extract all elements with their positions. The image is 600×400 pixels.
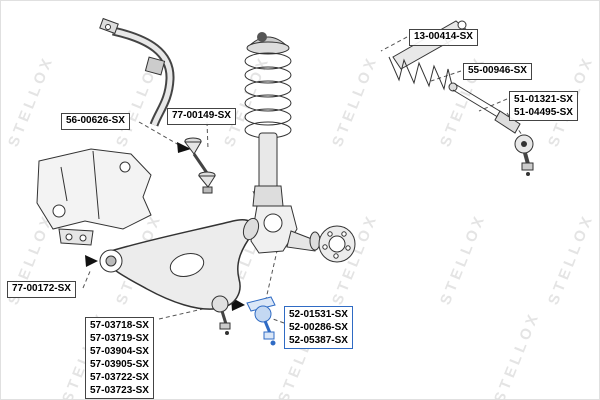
stabilizer-bar-drawing: [99, 17, 175, 127]
part-label-control-arm[interactable]: 57-03723-SX: [90, 385, 149, 396]
ball-joint-highlight-drawing: [246, 296, 276, 346]
part-label-control-arm[interactable]: 57-03904-SX: [90, 346, 149, 357]
stabilizer-link-drawing: [184, 137, 216, 194]
part-label-ball-joint[interactable]: 52-05387-SX: [289, 335, 348, 346]
part-label-control-arm[interactable]: 57-03719-SX: [90, 333, 149, 344]
part-label-group-control-arms: 57-03718-SX 57-03719-SX 57-03904-SX 57-0…: [85, 317, 154, 399]
knuckle-hub-drawing: [250, 205, 356, 263]
part-label-group-ball-joints: 52-01531-SX 52-00286-SX 52-05387-SX: [284, 306, 353, 349]
part-label-stab-bushing[interactable]: 56-00626-SX: [61, 113, 130, 130]
part-label-control-arm[interactable]: 57-03905-SX: [90, 359, 149, 370]
part-label-group-tie-rod: 51-01321-SX 51-04495-SX: [509, 91, 578, 121]
part-label-ball-joint-selected[interactable]: 52-01531-SX: [289, 309, 348, 320]
part-label-ball-joint[interactable]: 52-00286-SX: [289, 322, 348, 333]
steering-boot-drawing: [388, 56, 454, 91]
part-label-steering-boot[interactable]: 55-00946-SX: [463, 63, 532, 80]
part-label-steering-rack[interactable]: 13-00414-SX: [409, 29, 478, 46]
part-label-arm-bushing[interactable]: 77-00172-SX: [7, 281, 76, 298]
part-label-tie-rod-axial[interactable]: 51-01321-SX: [514, 94, 573, 105]
part-label-stab-link[interactable]: 77-00149-SX: [167, 108, 236, 125]
control-arm-drawing: [99, 217, 260, 335]
subframe-drawing: [36, 148, 152, 246]
strut-drawing: [244, 32, 292, 207]
tie-rod-drawing: [448, 82, 534, 176]
part-label-control-arm[interactable]: 57-03722-SX: [90, 372, 149, 383]
part-label-control-arm[interactable]: 57-03718-SX: [90, 320, 149, 331]
part-label-tie-rod-end[interactable]: 51-04495-SX: [514, 107, 573, 118]
